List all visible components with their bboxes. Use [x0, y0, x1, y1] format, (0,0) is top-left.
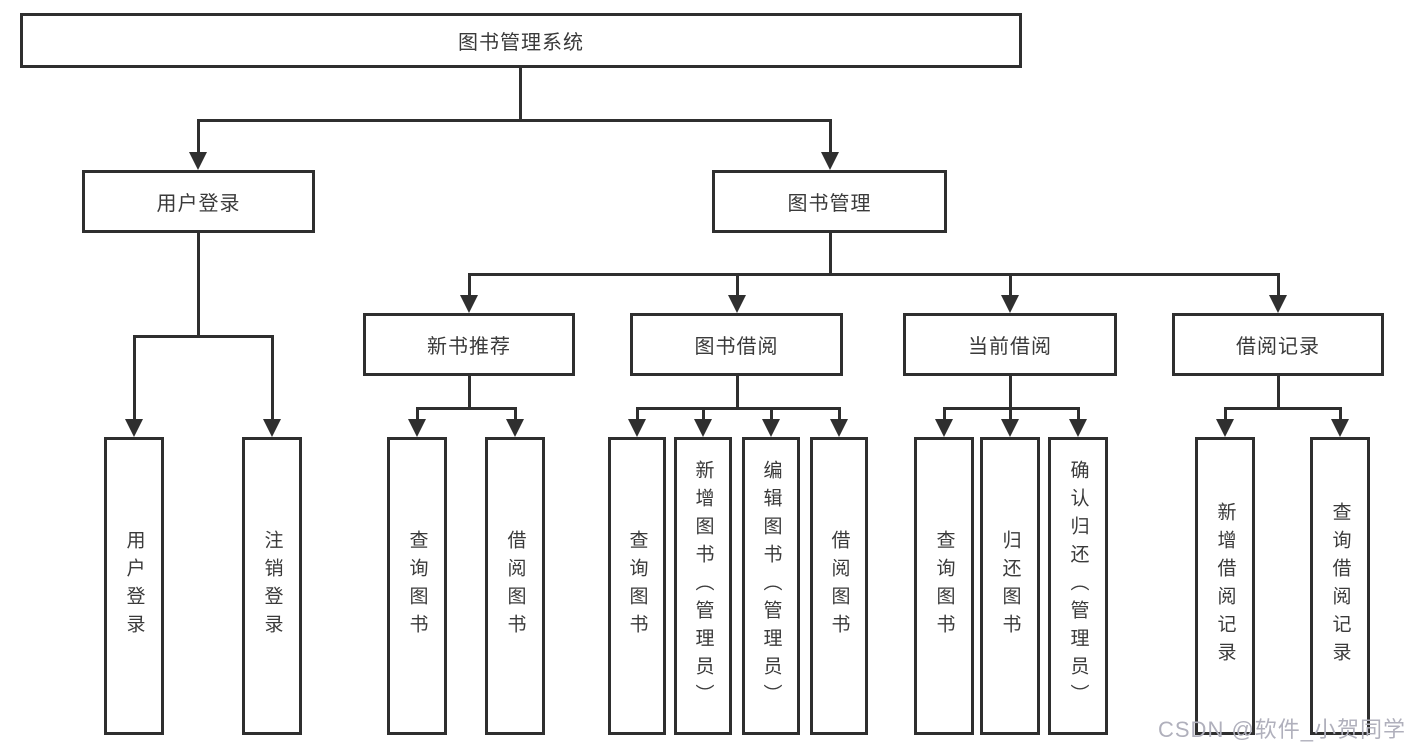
leaf-bb-borrow-books: 借阅图书 [810, 437, 868, 735]
leaf-br-query-record: 查询借阅记录 [1310, 437, 1370, 735]
node-book-borrow: 图书借阅 [630, 313, 843, 376]
connector-line [838, 407, 841, 423]
leaf-logout: 注销登录 [242, 437, 302, 735]
connector-line [943, 407, 946, 423]
connector-line [519, 68, 522, 122]
watermark: CSDN @软件_小贺同学 [1158, 717, 1405, 742]
arrowhead-icon [125, 419, 143, 437]
connector-line [1224, 407, 1341, 410]
connector-line [468, 273, 471, 299]
connector-line [829, 233, 832, 276]
arrowhead-icon [460, 295, 478, 313]
connector-line [829, 119, 832, 157]
leaf-cb-query-books: 查询图书 [914, 437, 974, 735]
connector-line [468, 376, 471, 410]
arrowhead-icon [694, 419, 712, 437]
node-root: 图书管理系统 [20, 13, 1022, 68]
arrowhead-icon [728, 295, 746, 313]
arrowhead-icon [408, 419, 426, 437]
arrowhead-icon [1001, 295, 1019, 313]
leaf-bb-edit-book-admin: 编辑图书（管理员） [742, 437, 800, 735]
arrowhead-icon [1216, 419, 1234, 437]
node-book-management: 图书管理 [712, 170, 947, 233]
leaf-nb-borrow-books: 借阅图书 [485, 437, 545, 735]
connector-line [133, 335, 136, 423]
arrowhead-icon [762, 419, 780, 437]
connector-line [1277, 273, 1280, 299]
leaf-br-add-record: 新增借阅记录 [1195, 437, 1255, 735]
connector-line [736, 273, 739, 299]
connector-line [636, 407, 639, 423]
leaf-cb-return-books: 归还图书 [980, 437, 1040, 735]
connector-line [416, 407, 516, 410]
leaf-bb-query-books: 查询图书 [608, 437, 666, 735]
arrowhead-icon [263, 419, 281, 437]
arrowhead-icon [821, 152, 839, 170]
leaf-user-login: 用户登录 [104, 437, 164, 735]
connector-line [197, 119, 200, 157]
connector-line [271, 335, 274, 423]
connector-line [736, 376, 739, 410]
leaf-cb-confirm-return-admin: 确认归还（管理员） [1048, 437, 1108, 735]
arrowhead-icon [1331, 419, 1349, 437]
connector-line [1009, 376, 1012, 410]
leaf-bb-add-book-admin: 新增图书（管理员） [674, 437, 732, 735]
arrowhead-icon [1001, 419, 1019, 437]
arrowhead-icon [1269, 295, 1287, 313]
connector-line [1224, 407, 1227, 423]
connector-line [770, 407, 773, 423]
connector-line [1339, 407, 1342, 423]
connector-line [702, 407, 705, 423]
leaf-nb-query-books: 查询图书 [387, 437, 447, 735]
node-borrow-records: 借阅记录 [1172, 313, 1384, 376]
arrowhead-icon [830, 419, 848, 437]
connector-line [416, 407, 419, 423]
node-user-login: 用户登录 [82, 170, 315, 233]
node-current-borrow: 当前借阅 [903, 313, 1117, 376]
arrowhead-icon [628, 419, 646, 437]
arrowhead-icon [506, 419, 524, 437]
connector-line [514, 407, 517, 423]
connector-line [468, 273, 1280, 276]
connector-line [1009, 273, 1012, 299]
connector-line [197, 119, 831, 122]
node-new-book-recommend: 新书推荐 [363, 313, 575, 376]
connector-line [1277, 376, 1280, 410]
arrowhead-icon [935, 419, 953, 437]
arrowhead-icon [189, 152, 207, 170]
arrowhead-icon [1069, 419, 1087, 437]
connector-line [636, 407, 840, 410]
connector-line [197, 233, 200, 338]
connector-line [133, 335, 274, 338]
connector-line [1009, 407, 1012, 423]
connector-line [1077, 407, 1080, 423]
